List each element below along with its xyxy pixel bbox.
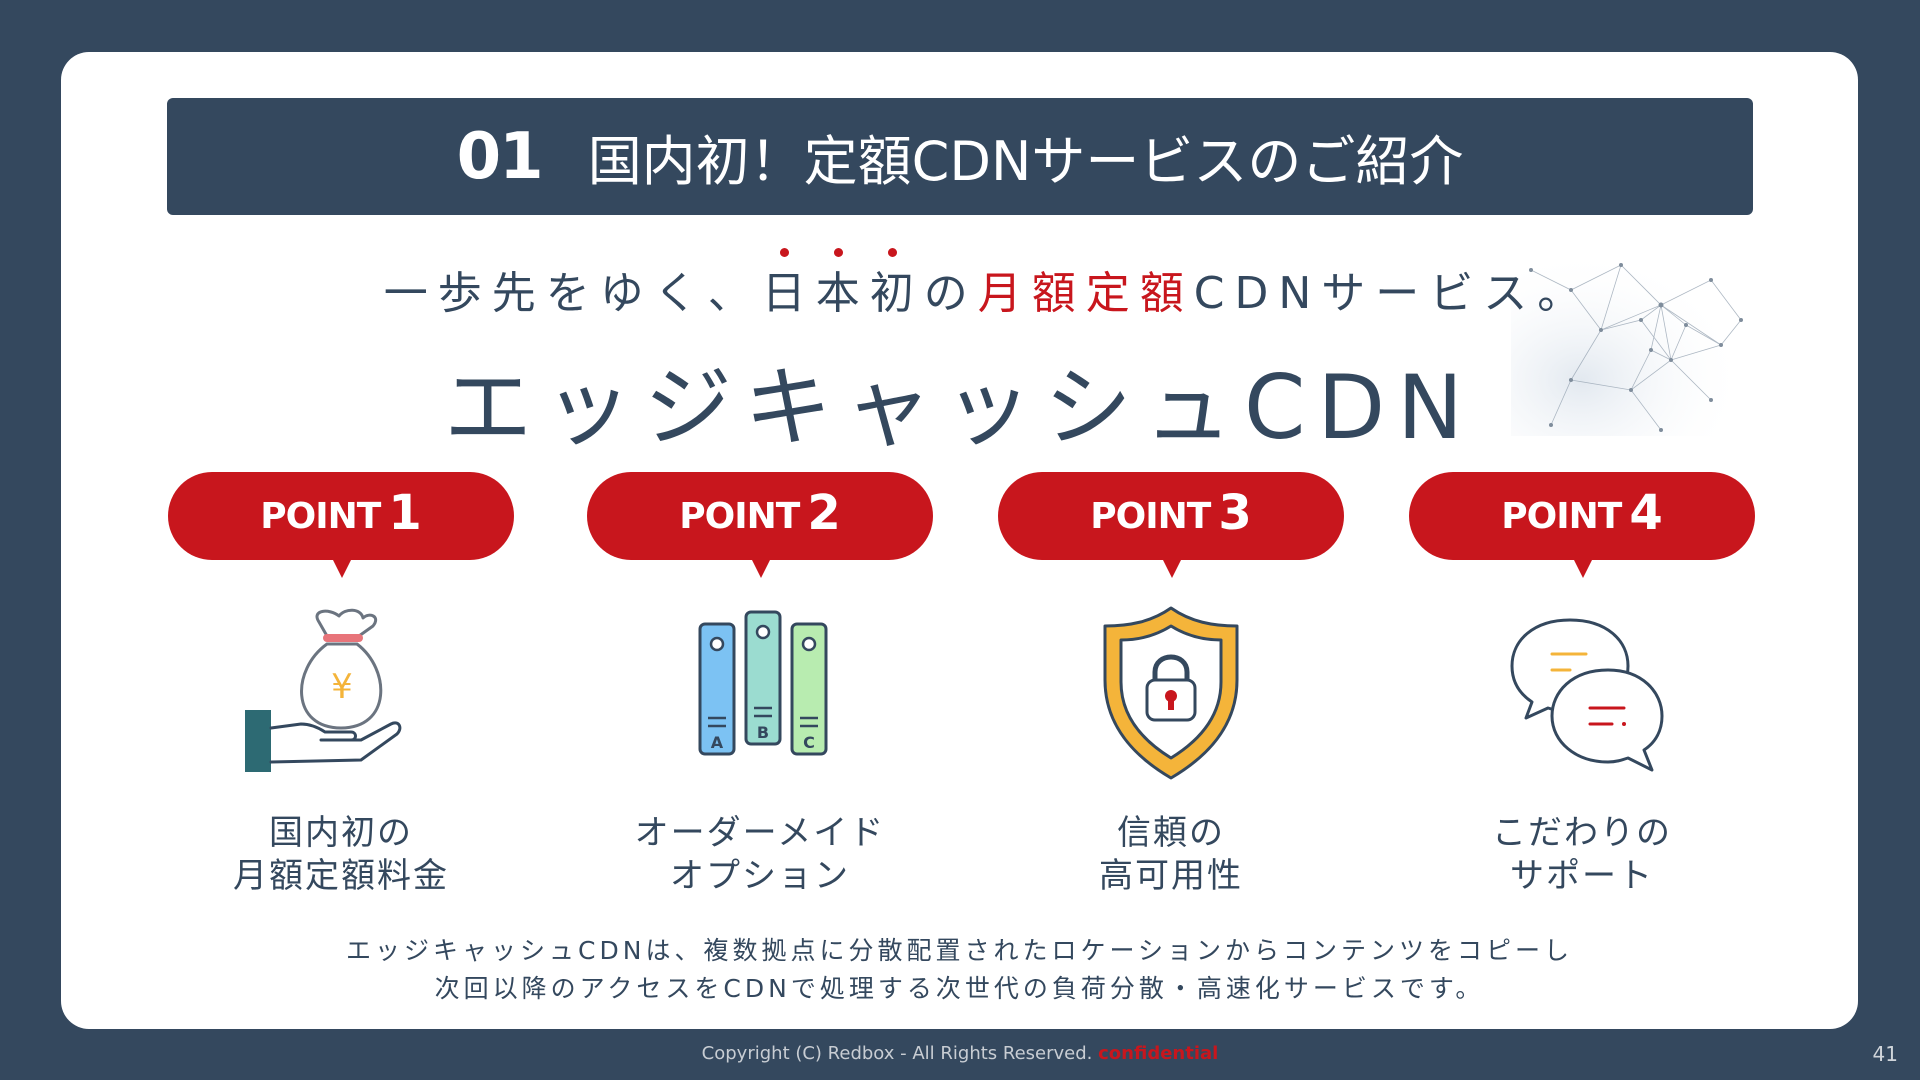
- caption-line: オーダーメイド: [634, 813, 886, 853]
- emphasis-char: 本: [816, 248, 870, 321]
- binder-letter: B: [757, 723, 769, 742]
- description-line: 次回以降のアクセスをCDNで処理する次世代の負荷分散・高速化サービスです。: [434, 974, 1485, 1003]
- copyright-text: Copyright (C) Redbox - All Rights Reserv…: [701, 1043, 1099, 1064]
- confidential-label: confidential: [1098, 1043, 1219, 1064]
- binder-letter: C: [803, 733, 815, 752]
- point-caption: 信頼の 高可用性: [998, 812, 1344, 898]
- caption-line: 国内初の: [269, 813, 413, 853]
- shield-lock-icon: [1103, 606, 1239, 780]
- point-label: POINT: [260, 495, 381, 537]
- point-number: 4: [1629, 485, 1663, 541]
- point-caption: 国内初の 月額定額料金: [168, 812, 514, 898]
- point-label: POINT: [1501, 495, 1622, 537]
- page-number: 41: [1872, 1042, 1898, 1066]
- product-name: エッジキャッシュCDN: [443, 356, 1476, 459]
- caption-line: 信頼の: [1117, 813, 1225, 853]
- binders-abc-icon: A B C: [698, 610, 828, 756]
- binder-letter: A: [711, 733, 724, 752]
- caption-line: 月額定額料金: [233, 856, 449, 896]
- service-description: エッジキャッシュCDNは、複数拠点に分散配置されたロケーションからコンテンツをコ…: [61, 932, 1858, 1008]
- money-bag-hand-icon: ¥: [245, 608, 402, 772]
- footer: Copyright (C) Redbox - All Rights Reserv…: [0, 1043, 1920, 1064]
- tagline: 一歩先をゆく、日本初の月額定額CDNサービス。: [61, 248, 1858, 321]
- point-label: POINT: [679, 495, 800, 537]
- title-bar: 01 国内初！定額CDNサービスのご紹介: [167, 98, 1753, 215]
- network-globe-graphic: [1511, 250, 1746, 436]
- emphasis-char: 日: [762, 248, 816, 321]
- emphasis-char: 初: [870, 248, 924, 321]
- tagline-lead: 一歩先をゆく、: [383, 268, 762, 319]
- point-label: POINT: [1090, 495, 1211, 537]
- speech-bubbles-icon: [1510, 618, 1664, 772]
- point-number: 1: [388, 485, 422, 541]
- point-caption: こだわりの サポート: [1409, 812, 1755, 898]
- tagline-highlight: 月額定額: [977, 268, 1194, 319]
- point-number: 3: [1218, 485, 1252, 541]
- tagline-middle: の: [923, 268, 978, 319]
- slide-card: 01 国内初！定額CDNサービスのご紹介 一歩先をゆく: [61, 52, 1858, 1029]
- caption-line: こだわりの: [1492, 813, 1672, 853]
- section-number: 01: [456, 119, 544, 194]
- yen-symbol: ¥: [331, 667, 353, 707]
- caption-line: オプション: [670, 856, 850, 896]
- caption-line: サポート: [1510, 856, 1654, 896]
- point-number: 2: [807, 485, 841, 541]
- tagline-tail: CDNサービス。: [1193, 268, 1592, 319]
- caption-line: 高可用性: [1099, 856, 1243, 896]
- slide-title: 国内初！定額CDNサービスのご紹介: [587, 130, 1464, 193]
- description-line: エッジキャッシュCDNは、複数拠点に分散配置されたロケーションからコンテンツをコ…: [346, 936, 1573, 965]
- point-caption: オーダーメイド オプション: [587, 812, 933, 898]
